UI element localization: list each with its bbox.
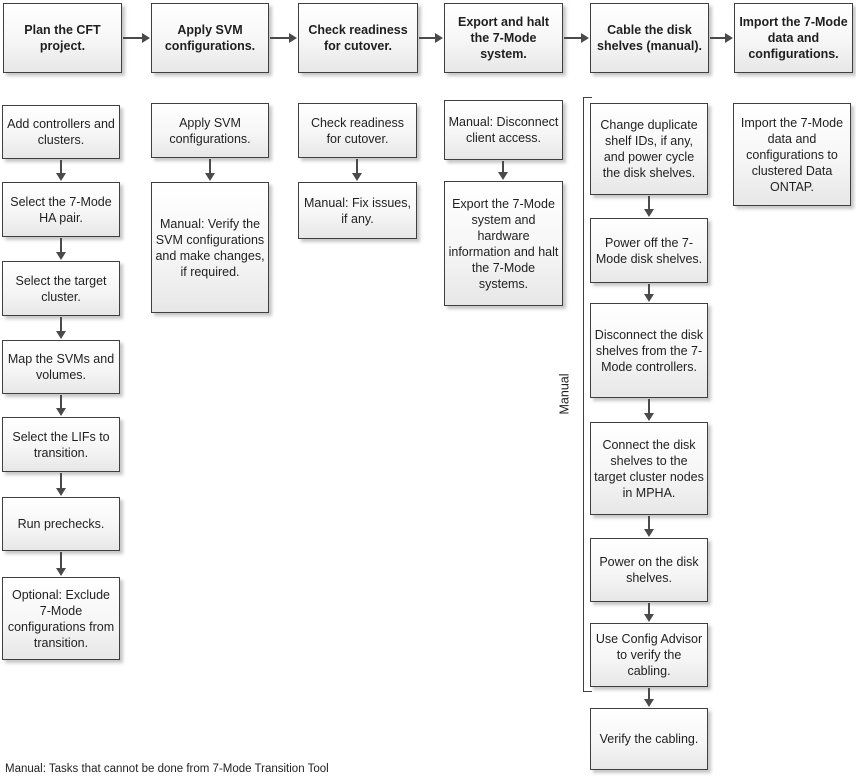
arrow-down-icon [55, 473, 67, 496]
step-verify-svm: Manual: Verify the SVM configurations an… [151, 182, 269, 313]
step-fix-issues: Manual: Fix issues, if any. [298, 182, 417, 239]
step-disconnect-shelves: Disconnect the disk shelves from the 7-M… [590, 303, 708, 398]
step-add-controllers: Add controllers and clusters. [2, 105, 120, 159]
arrow-right-icon [564, 32, 589, 44]
arrow-down-icon [351, 159, 363, 181]
arrow-right-icon [419, 32, 443, 44]
step-power-off-shelves: Power off the 7-Mode disk shelves. [590, 218, 708, 283]
footnote-manual-definition: Manual: Tasks that cannot be done from 7… [5, 763, 329, 775]
arrow-right-icon [123, 32, 150, 44]
step-import-data: Import the 7-Mode data and configuration… [733, 103, 851, 206]
arrow-down-icon [204, 159, 216, 181]
manual-bracket [583, 97, 592, 692]
manual-bracket-label-text: Manual [557, 373, 571, 415]
arrow-down-icon [55, 238, 67, 260]
step-map-svms: Map the SVMs and volumes. [2, 340, 120, 394]
arrow-down-icon [55, 395, 67, 416]
step-exclude-configs: Optional: Exclude 7-Mode configurations … [2, 577, 120, 660]
step-check-readiness: Check readiness for cutover. [298, 103, 417, 158]
arrow-down-icon [497, 161, 509, 180]
header-apply-svm: Apply SVM configurations. [151, 3, 269, 73]
step-disconnect-clients: Manual: Disconnect client access. [444, 100, 563, 160]
step-connect-shelves: Connect the disk shelves to the target c… [590, 422, 708, 515]
step-change-shelf-ids: Change duplicate shelf IDs, if any, and … [590, 103, 708, 195]
step-config-advisor: Use Config Advisor to verify the cabling… [590, 623, 708, 687]
arrow-down-icon [55, 552, 67, 576]
manual-bracket-label: Manual [554, 334, 574, 454]
step-apply-svm: Apply SVM configurations. [151, 103, 269, 158]
header-plan-cft: Plan the CFT project. [3, 3, 122, 73]
arrow-down-icon [55, 317, 67, 339]
header-export-halt: Export and halt the 7-Mode system. [444, 3, 563, 73]
header-cable-shelves: Cable the disk shelves (manual). [590, 3, 709, 73]
arrow-down-icon [643, 516, 655, 537]
header-check-readiness: Check readiness for cutover. [298, 3, 418, 73]
step-select-target-cluster: Select the target cluster. [2, 261, 120, 316]
arrow-down-icon [643, 688, 655, 707]
step-verify-cabling: Verify the cabling. [590, 708, 708, 770]
step-power-on-shelves: Power on the disk shelves. [590, 538, 708, 602]
arrow-right-icon [270, 32, 297, 44]
step-export-halt-system: Export the 7-Mode system and hardware in… [444, 181, 563, 306]
header-import-data: Import the 7-Mode data and configuration… [734, 3, 853, 73]
arrow-down-icon [55, 160, 67, 181]
arrow-down-icon [643, 196, 655, 217]
step-run-prechecks: Run prechecks. [2, 497, 120, 551]
arrow-right-icon [710, 32, 733, 44]
step-select-ha-pair: Select the 7-Mode HA pair. [2, 182, 120, 237]
arrow-down-icon [643, 603, 655, 622]
step-select-lifs: Select the LIFs to transition. [2, 417, 120, 472]
arrow-down-icon [643, 284, 655, 302]
arrow-down-icon [643, 399, 655, 421]
